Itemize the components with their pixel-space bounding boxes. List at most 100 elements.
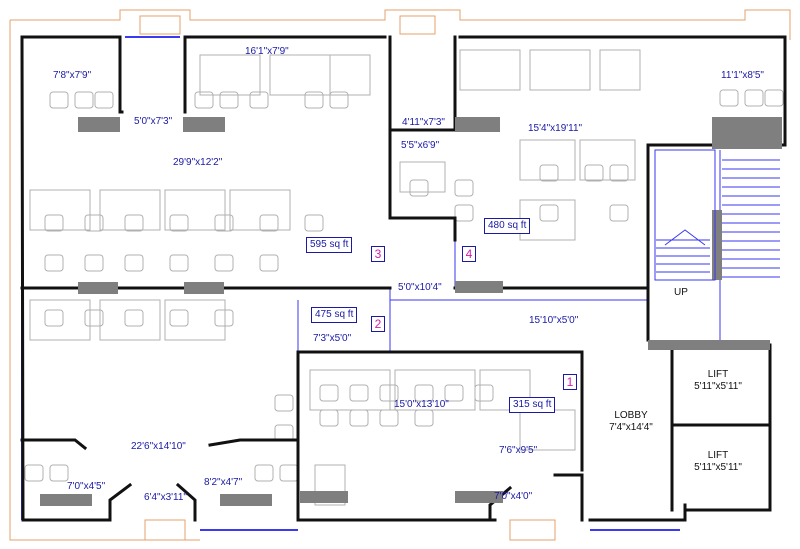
outline-box [399,15,436,35]
structural-column [78,282,118,294]
partition-layer [297,150,721,352]
columns-layer [40,117,782,506]
workstation-desk [99,189,161,231]
chair [94,91,114,109]
chair [349,384,369,402]
workstation-desk [99,299,161,341]
room-size-label: 15'0"x13'10" [394,399,449,410]
workstation-desk [164,299,226,341]
chair [44,214,64,232]
lobby-label: LOBBY [614,410,648,421]
room-size-label: 7'8"x7'9" [53,70,92,81]
chair [379,409,399,427]
workstation-desk [164,189,226,231]
chair [414,384,434,402]
wall [20,438,88,451]
workstation-desk [269,54,331,96]
chair [169,309,189,327]
chair [304,214,324,232]
workstation-desk [309,369,391,411]
chair [259,254,279,272]
room-size-label: 7'3"x5'0" [313,333,352,344]
wall [488,485,513,522]
chair [764,89,784,107]
chair [349,409,369,427]
structural-column [300,491,348,503]
glazing-layer [21,36,740,531]
unit-number-tag: 1 [563,374,577,390]
room-size-label: 16'1"x7'9" [245,46,289,57]
workstation-desk [529,49,591,91]
chair [124,309,144,327]
structural-column [648,340,770,350]
chair [84,254,104,272]
staircase [654,149,780,281]
workstation-desk [29,189,91,231]
workstation-desk [519,139,576,181]
outline-box [144,519,186,541]
structural-column [455,491,503,503]
chair [44,309,64,327]
chair [254,464,274,482]
unit-area-badge: 475 sq ft [311,307,358,323]
outline-box [139,15,181,35]
stair-arrow [664,229,706,246]
chair [194,91,214,109]
office-desk [399,161,446,193]
room-size-label: 22'6"x14'10" [131,441,186,452]
chair [214,254,234,272]
workstation-desk [459,49,521,91]
structural-column [455,117,500,132]
room-size-label: 15'4"x19'11" [528,123,583,134]
chair [539,204,559,222]
chair [279,464,299,482]
lift-label: LIFT [707,450,729,461]
chair [44,254,64,272]
wall [108,482,133,522]
chair [304,91,324,109]
room-size-label: 5'0"x7'3" [134,116,173,127]
chair [454,204,474,222]
chair [609,164,629,182]
chair [124,214,144,232]
unit-area-badge: 595 sq ft [306,237,353,253]
chair [49,91,69,109]
room-size-label: 29'9"x12'2" [173,157,223,168]
chair [24,464,44,482]
chair [454,179,474,197]
structural-column [183,117,225,132]
structural-column [184,282,224,294]
chair [474,384,494,402]
room-size-label: 7'0"x4'5" [67,481,106,492]
structural-column [78,117,120,132]
room-size-label: 4'11"x7'3" [402,117,445,128]
stair-up-label: UP [674,287,688,298]
chair [274,394,294,412]
building-outline [9,9,791,541]
chair [379,384,399,402]
structural-column [455,281,503,293]
room-size-label: 8'2"x4'7" [204,477,243,488]
chair [719,89,739,107]
outline-box [509,519,556,541]
chair [319,409,339,427]
wall [208,438,300,447]
outline-line [9,20,200,541]
chair [214,214,234,232]
workstation-desk [29,299,91,341]
unit-area-badge: 480 sq ft [484,218,531,234]
unit-number-tag: 3 [371,246,385,262]
chair [219,91,239,109]
room-size-label: 11'1"x8'5" [721,70,764,81]
wall [20,35,112,522]
unit-number-tag: 2 [371,316,385,332]
chair [169,254,189,272]
structural-column [712,210,722,280]
room-size-label: 5'0"x10'4" [398,282,442,293]
office-desk [314,464,346,506]
chair [329,91,349,109]
stair-outline [654,149,716,281]
chair [214,309,234,327]
